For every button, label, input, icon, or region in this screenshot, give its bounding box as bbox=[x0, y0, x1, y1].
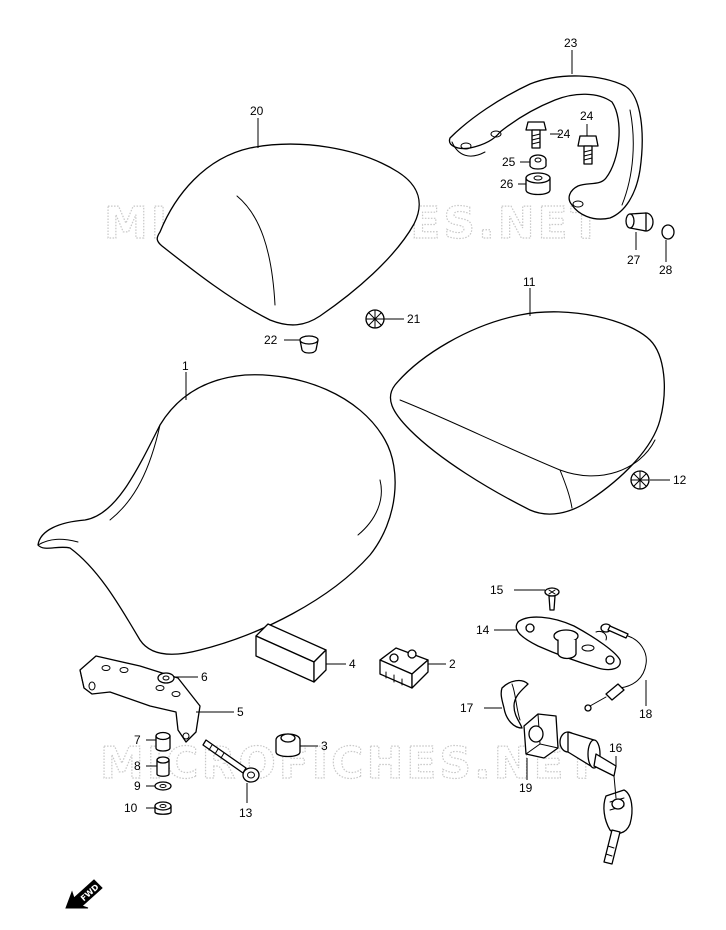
part-15-screw[interactable] bbox=[544, 587, 560, 611]
callout-24-a: 24 bbox=[557, 127, 571, 141]
callout-9: 9 bbox=[134, 779, 141, 793]
callout-23: 23 bbox=[564, 36, 578, 50]
part-2-cushion-block[interactable] bbox=[379, 647, 429, 689]
part-21-grommet[interactable] bbox=[365, 309, 385, 329]
part-12-grommet[interactable] bbox=[630, 470, 650, 490]
part-9-washer[interactable] bbox=[154, 781, 172, 791]
part-8-collar[interactable] bbox=[156, 756, 170, 777]
part-7-spacer[interactable] bbox=[155, 731, 171, 752]
callout-6: 6 bbox=[201, 670, 208, 684]
callout-20: 20 bbox=[250, 104, 264, 118]
callout-8: 8 bbox=[134, 759, 141, 773]
part-24-bolt-left[interactable] bbox=[525, 121, 547, 149]
leader-lines bbox=[146, 50, 670, 809]
part-27-knob[interactable] bbox=[625, 212, 654, 232]
part-17-lever[interactable] bbox=[500, 679, 529, 729]
part-4-block[interactable] bbox=[255, 623, 327, 683]
part-25-washer[interactable] bbox=[529, 154, 547, 170]
callout-1: 1 bbox=[182, 359, 189, 373]
fwd-arrow-icon: FWD bbox=[65, 879, 103, 909]
callout-16: 16 bbox=[609, 741, 623, 755]
callout-7: 7 bbox=[134, 733, 141, 747]
callout-15: 15 bbox=[490, 583, 504, 597]
callout-labels: 20 1 11 23 24 24 25 26 27 28 21 22 12 4 … bbox=[124, 36, 687, 820]
callout-28: 28 bbox=[659, 263, 673, 277]
part-28-o-ring[interactable] bbox=[661, 224, 675, 240]
callout-19: 19 bbox=[519, 781, 533, 795]
callout-26: 26 bbox=[500, 177, 514, 191]
callout-21: 21 bbox=[407, 312, 421, 326]
part-16-key-cylinder[interactable] bbox=[559, 731, 633, 865]
callout-25: 25 bbox=[502, 155, 516, 169]
part-23-grab-rail[interactable] bbox=[448, 75, 643, 220]
callout-17: 17 bbox=[460, 701, 474, 715]
callout-5: 5 bbox=[237, 705, 244, 719]
part-13-bolt[interactable] bbox=[202, 739, 260, 783]
part-19-lock-bracket[interactable] bbox=[523, 713, 559, 759]
part-22-cushion[interactable] bbox=[299, 335, 319, 354]
part-14-seat-lock[interactable] bbox=[515, 616, 621, 671]
part-18-cable[interactable] bbox=[584, 623, 647, 712]
callout-3: 3 bbox=[321, 739, 328, 753]
callout-27: 27 bbox=[627, 253, 641, 267]
part-24-bolt-right[interactable] bbox=[577, 135, 599, 165]
part-11-passenger-seat[interactable] bbox=[389, 311, 665, 515]
callout-22: 22 bbox=[264, 333, 278, 347]
watermark-bottom: MICROFICHES.NET bbox=[100, 738, 600, 789]
callout-14: 14 bbox=[476, 623, 490, 637]
callout-4: 4 bbox=[349, 657, 356, 671]
part-5-bracket[interactable] bbox=[79, 655, 201, 743]
part-3-cushion[interactable] bbox=[275, 733, 301, 758]
part-26-cushion[interactable] bbox=[525, 172, 551, 196]
callout-13: 13 bbox=[239, 806, 253, 820]
callout-24-b: 24 bbox=[580, 109, 594, 123]
callout-2: 2 bbox=[449, 657, 456, 671]
callout-12: 12 bbox=[673, 473, 687, 487]
part-1-front-seat[interactable] bbox=[37, 374, 396, 655]
part-10-nut[interactable] bbox=[154, 801, 172, 815]
part-6-nut[interactable] bbox=[157, 672, 175, 684]
callout-10: 10 bbox=[124, 801, 138, 815]
callout-18: 18 bbox=[639, 707, 653, 721]
part-20-rear-seat-cover[interactable] bbox=[156, 143, 420, 326]
callout-11: 11 bbox=[523, 275, 536, 289]
